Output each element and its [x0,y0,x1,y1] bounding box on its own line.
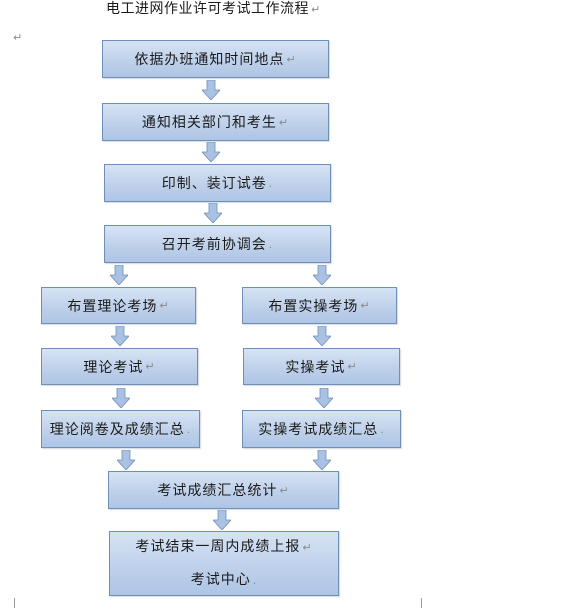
step-theory-grading: 理论阅卷及成绩汇总. [41,410,200,448]
down-arrow-icon [204,203,222,223]
down-arrow-icon [202,80,220,100]
step-theory-exam: 理论考试↵ [41,348,198,385]
report-line-1: 考试结束一周内成绩上报↵ [135,538,313,555]
down-arrow-icon [213,510,231,530]
paragraph-mark: ↵ [311,3,321,16]
step-print-papers: 印制、装订试卷. [104,164,331,202]
down-arrow-icon [112,388,130,408]
paragraph-mark: ↵ [13,31,23,44]
down-arrow-icon [315,388,333,408]
down-arrow-icon [111,326,129,346]
step-theory-room: 布置理论考场↵ [41,287,196,324]
step-practical-grading: 实操考试成绩汇总. [242,410,401,448]
margin-tick [421,598,422,608]
diagram-title: 电工进网作业许可考试工作流程↵ [106,1,321,17]
step-notify-time-location: 依据办班通知时间地点↵ [102,40,329,78]
down-arrow-icon [117,450,135,470]
step-coordination-meeting: 召开考前协调会. [104,225,331,263]
down-arrow-icon [202,142,220,162]
down-arrow-icon [313,450,331,470]
step-report-scores: 考试结束一周内成绩上报↵ 考试中心. [109,531,339,596]
report-line-2: 考试中心. [190,571,258,588]
step-practical-exam: 实操考试↵ [243,348,400,385]
step-practical-room: 布置实操考场↵ [242,287,397,324]
down-arrow-icon [110,265,128,285]
step-score-statistics: 考试成绩汇总统计↵ [108,471,339,509]
down-arrow-icon [313,265,331,285]
down-arrow-icon [313,326,331,346]
margin-tick [14,598,15,608]
step-notify-departments: 通知相关部门和考生↵ [102,103,329,141]
